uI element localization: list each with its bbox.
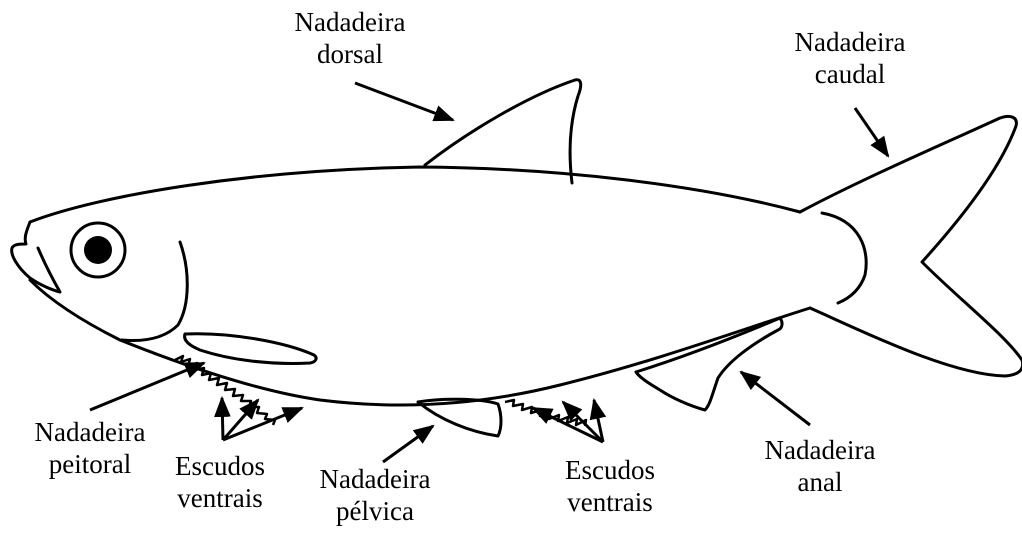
label-caudal: Nadadeira caudal [750,26,950,90]
operculum-line [122,242,187,340]
arrow-escudos-right-1 [533,408,603,442]
eye-pupil [84,236,112,264]
label-escudos-right: Escudos ventrais [540,454,680,518]
arrow-dorsal [355,83,453,120]
caudal-fin [800,116,1022,376]
pectoral-fin [185,334,317,364]
arrow-escudos-left-1 [222,398,223,440]
ventral-scutes [175,356,586,426]
label-pelvica: Nadadeira pélvica [290,463,460,527]
label-anal: Nadadeira anal [730,434,910,498]
caudal-base-line [822,213,866,303]
fish-back-outline [30,167,800,222]
fish-head-outline [12,222,60,292]
label-dorsal: Nadadeira dorsal [250,6,450,70]
arrow-caudal [855,108,888,156]
arrow-pelvica [383,426,433,462]
anal-fin [636,318,782,410]
ventral-scutes-left [175,356,275,425]
label-escudos-left: Escudos ventrais [150,450,290,514]
arrow-peitoral [90,363,204,410]
arrow-anal [741,372,810,425]
arrows [90,83,888,462]
